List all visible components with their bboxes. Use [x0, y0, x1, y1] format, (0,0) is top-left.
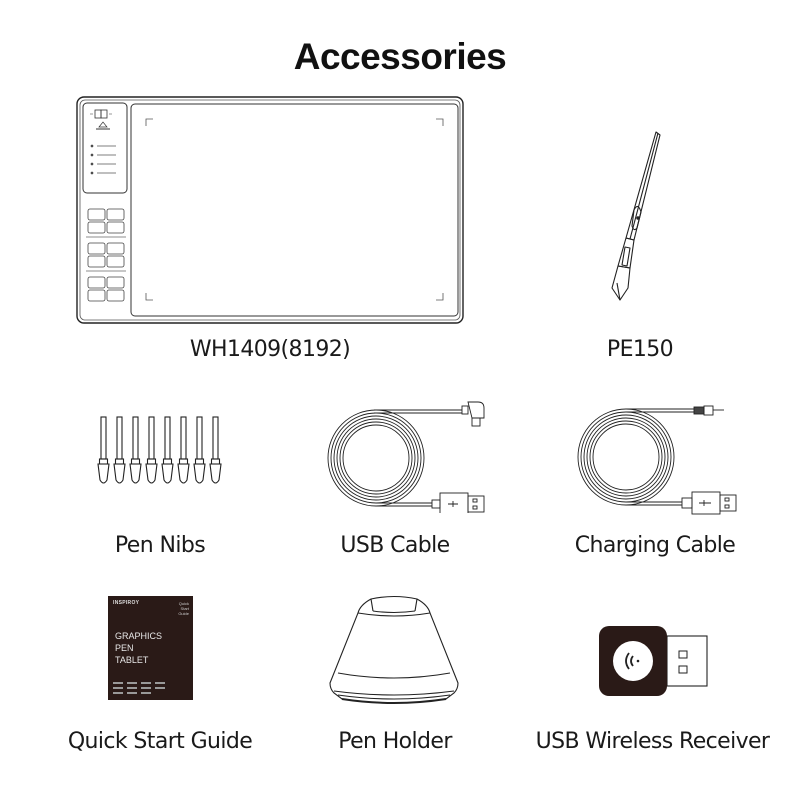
charging-cable-illustration	[566, 392, 746, 517]
quick-start-guide-label: Quick Start Guide	[67, 729, 253, 754]
quick-start-guide-illustration: INSPIROY Quick Start Guide GRAPHICS PEN …	[108, 596, 193, 700]
pen-holder-label: Pen Holder	[338, 729, 452, 754]
pen-nibs-illustration	[97, 415, 227, 490]
pen-holder-illustration	[326, 595, 462, 707]
usb-wireless-receiver-label: USB Wireless Receiver	[535, 729, 770, 754]
guide-headline-1: GRAPHICS	[115, 631, 163, 641]
usb-cable-label: USB Cable	[340, 533, 450, 558]
guide-headline-3: TABLET	[115, 655, 149, 665]
tablet-label: WH1409(8192)	[189, 337, 351, 362]
guide-corner-text-3: Guide	[178, 611, 189, 616]
pen-label: PE150	[606, 337, 674, 362]
tablet-illustration	[76, 96, 464, 324]
charging-cable-label: Charging Cable	[574, 533, 736, 558]
pen-nibs-label: Pen Nibs	[114, 533, 206, 558]
guide-corner-text-1: Quick	[178, 601, 189, 606]
guide-brand: INSPIROY	[113, 600, 140, 606]
guide-corner-text-2: Start	[180, 606, 189, 611]
guide-headline-2: PEN	[115, 643, 134, 653]
usb-cable-illustration	[312, 388, 492, 513]
pen-illustration	[590, 128, 670, 313]
page-title: Accessories	[293, 36, 507, 77]
usb-wireless-receiver-illustration	[597, 624, 712, 699]
